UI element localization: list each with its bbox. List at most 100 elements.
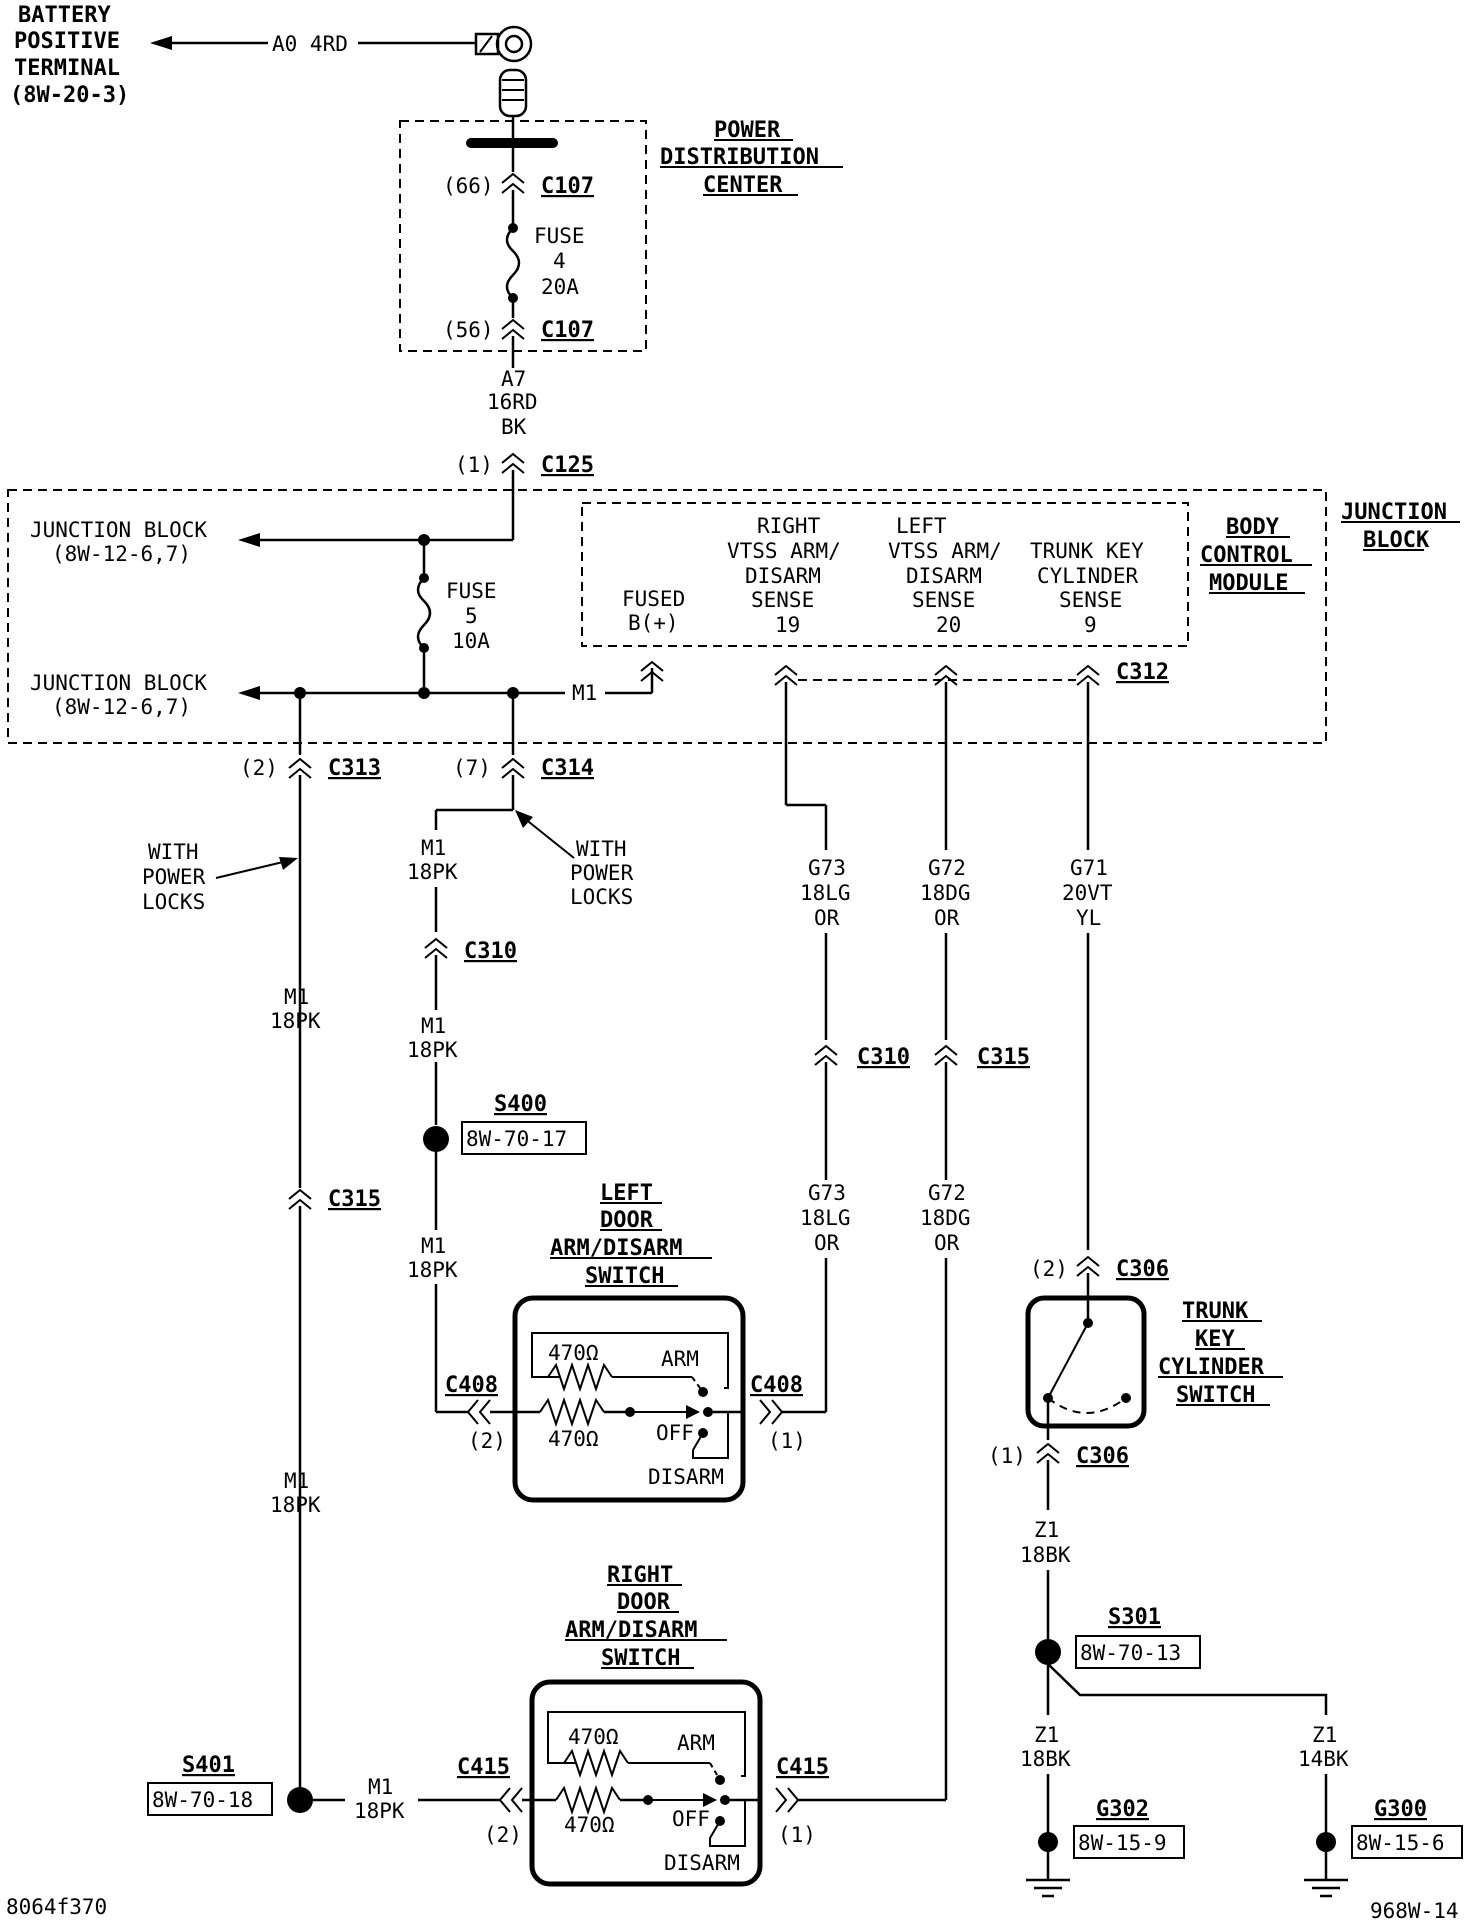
s400-ref: 8W-70-17	[466, 1127, 567, 1151]
svg-text:18LG: 18LG	[800, 881, 851, 905]
c315-right-label: C315	[977, 1045, 1030, 1070]
c408-right-label: C408	[750, 1373, 803, 1398]
svg-text:19: 19	[775, 613, 800, 637]
junction-block-ref1: JUNCTION BLOCK (8W-12-6,7)	[30, 518, 207, 566]
svg-text:FUSE: FUSE	[534, 224, 585, 248]
with-power-locks-arrow-icon-1	[279, 857, 298, 870]
svg-text:LEFT: LEFT	[600, 1181, 653, 1206]
svg-text:JUNCTION BLOCK: JUNCTION BLOCK	[30, 671, 207, 695]
s301-ref: 8W-70-13	[1080, 1641, 1181, 1665]
junction-block-ref2-arrow-icon	[238, 686, 260, 700]
svg-text:LOCKS: LOCKS	[570, 885, 633, 909]
wire-m1-18pk-c: M1 18PK	[407, 836, 458, 884]
power-distribution-center-box	[399, 120, 647, 352]
svg-text:LEFT: LEFT	[896, 514, 947, 538]
svg-text:RIGHT: RIGHT	[757, 514, 821, 538]
g300-ref-box	[1351, 1825, 1463, 1859]
wire-m1-18pk-a: M1 18PK	[270, 985, 321, 1033]
c312-label: C312	[1116, 660, 1169, 685]
wire-m1-18pk-e: M1 18PK	[407, 1234, 458, 1282]
svg-text:Z1: Z1	[1034, 1723, 1059, 1747]
junction-block-box	[7, 489, 1327, 744]
s401-ref-box	[147, 1782, 273, 1816]
svg-text:M1: M1	[284, 985, 309, 1009]
wire-m1-18pk-f: M1 18PK	[354, 1775, 405, 1823]
svg-text:18PK: 18PK	[407, 1038, 458, 1062]
c107-bottom-pin: (56)	[443, 318, 494, 342]
s400-ref-box	[461, 1121, 587, 1155]
svg-text:MODULE: MODULE	[1209, 571, 1288, 596]
s301-ref-box	[1075, 1635, 1201, 1669]
svg-text:18PK: 18PK	[354, 1799, 405, 1823]
svg-text:20: 20	[936, 613, 961, 637]
bcm-trunk-key-label: TRUNK KEY CYLINDER SENSE 9	[1030, 539, 1144, 637]
bcm-title: BODY CONTROL MODULE	[1200, 515, 1312, 596]
svg-text:TRUNK: TRUNK	[1182, 1299, 1249, 1324]
with-power-locks-label-2: WITH POWER LOCKS	[570, 837, 634, 909]
s301-label: S301	[1108, 1605, 1161, 1630]
svg-text:18DG: 18DG	[920, 881, 971, 905]
svg-text:G73: G73	[808, 1181, 846, 1205]
c415-right-label: C415	[776, 1755, 829, 1780]
svg-text:(8W-12-6,7): (8W-12-6,7)	[52, 542, 191, 566]
svg-text:ARM/DISARM: ARM/DISARM	[565, 1618, 697, 1643]
svg-text:JUNCTION BLOCK: JUNCTION BLOCK	[30, 518, 207, 542]
left-switch-off: OFF	[656, 1421, 694, 1445]
svg-text:DOOR: DOOR	[617, 1590, 671, 1615]
svg-text:G72: G72	[928, 1181, 966, 1205]
right-switch-disarm: DISARM	[664, 1851, 740, 1875]
svg-text:M1: M1	[368, 1775, 393, 1799]
svg-text:WITH: WITH	[148, 840, 199, 864]
svg-text:FUSE: FUSE	[446, 579, 497, 603]
svg-text:CYLINDER: CYLINDER	[1158, 1355, 1265, 1380]
c107-top-label: C107	[541, 174, 594, 199]
right-switch-off: OFF	[672, 1807, 710, 1831]
g302-ground-point	[1038, 1832, 1058, 1852]
svg-text:9: 9	[1084, 613, 1097, 637]
g300-ground-point	[1316, 1832, 1336, 1852]
s301-splice	[1035, 1639, 1061, 1665]
c314-label: C314	[541, 756, 594, 781]
junction-block-title: JUNCTION BLOCK	[1341, 500, 1460, 553]
svg-text:BLOCK: BLOCK	[1363, 528, 1430, 553]
c415-right-pin: (1)	[778, 1823, 816, 1847]
svg-text:G73: G73	[808, 856, 846, 880]
bcm-left-vtss-label: LEFT VTSS ARM/ DISARM SENSE 20	[888, 514, 1002, 637]
c306-top-pin: (2)	[1030, 1257, 1068, 1281]
svg-text:G72: G72	[928, 856, 966, 880]
g302-label: G302	[1096, 1797, 1149, 1822]
wire-z1-18bk-b: Z1 18BK	[1020, 1723, 1071, 1771]
bcm-fused-connector	[640, 660, 664, 682]
g300-ground-icon	[1304, 1878, 1348, 1898]
junction-block-ref2: JUNCTION BLOCK (8W-12-6,7)	[30, 671, 207, 719]
svg-text:Z1: Z1	[1034, 1518, 1059, 1542]
left-switch-arm: ARM	[661, 1347, 699, 1371]
right-door-switch-box	[529, 1679, 763, 1887]
svg-text:KEY: KEY	[1195, 1327, 1235, 1352]
svg-text:Z1: Z1	[1312, 1723, 1337, 1747]
g300-label: G300	[1374, 1797, 1427, 1822]
c313-label: C313	[328, 756, 381, 781]
svg-text:18LG: 18LG	[800, 1206, 851, 1230]
svg-text:10A: 10A	[452, 629, 490, 653]
svg-text:(8W-20-3): (8W-20-3)	[10, 83, 129, 108]
svg-text:FUSED: FUSED	[622, 587, 685, 611]
svg-text:CENTER: CENTER	[703, 173, 783, 198]
svg-text:14BK: 14BK	[1298, 1747, 1349, 1771]
c107-top-pin: (66)	[443, 174, 494, 198]
wire-z1-18bk-a: Z1 18BK	[1020, 1518, 1071, 1567]
left-switch-disarm: DISARM	[648, 1465, 724, 1489]
wire-m1-18pk-d: M1 18PK	[407, 1014, 458, 1062]
svg-text:18BK: 18BK	[1020, 1747, 1071, 1771]
svg-text:OR: OR	[934, 1231, 960, 1255]
junction-block-ref1-arrow-icon	[238, 533, 260, 547]
svg-text:18PK: 18PK	[407, 1258, 458, 1282]
svg-text:CYLINDER: CYLINDER	[1037, 564, 1139, 588]
footer-left-code: 8064f370	[6, 1895, 107, 1919]
svg-text:SENSE: SENSE	[912, 588, 975, 612]
svg-text:M1: M1	[421, 836, 446, 860]
svg-text:4: 4	[553, 249, 566, 273]
g302-ref: 8W-15-9	[1078, 1831, 1167, 1855]
fuse-4-label: FUSE 4 20A	[534, 224, 585, 299]
